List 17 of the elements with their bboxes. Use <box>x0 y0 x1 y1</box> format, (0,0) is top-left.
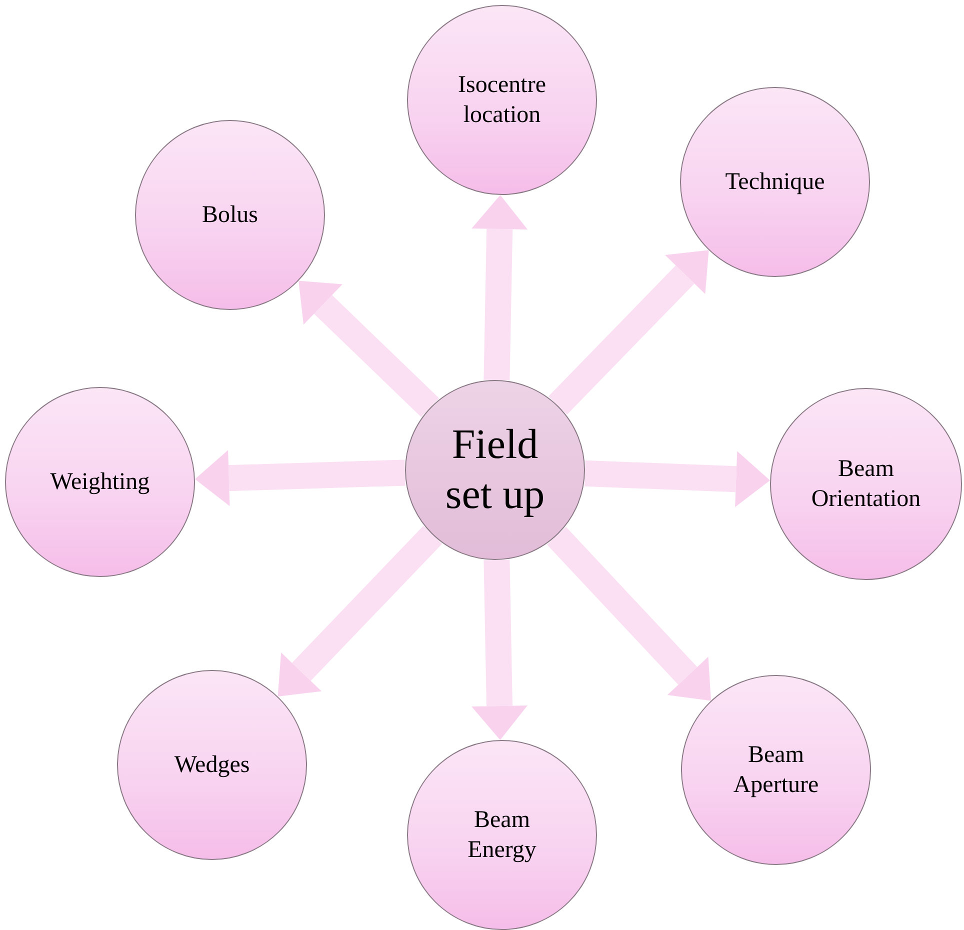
block-arrow <box>584 451 770 508</box>
block-arrow <box>298 280 440 417</box>
block-arrow <box>548 250 709 415</box>
node-label: Bolus <box>202 201 258 230</box>
node-label: Wedges <box>174 751 250 780</box>
block-arrow <box>472 195 528 380</box>
block-arrow <box>278 526 442 696</box>
block-arrow <box>472 560 528 740</box>
node-label: Beam Energy <box>466 806 538 865</box>
node-label: Technique <box>725 168 825 197</box>
block-arrow <box>547 526 712 701</box>
node-label: Beam Orientation <box>810 455 922 514</box>
node-label: Weighting <box>50 468 150 497</box>
block-arrow <box>194 450 406 506</box>
node-label: Beam Aperture <box>732 741 820 800</box>
node-label: Isocentre location <box>457 71 547 130</box>
node-label: Field set up <box>444 420 546 520</box>
